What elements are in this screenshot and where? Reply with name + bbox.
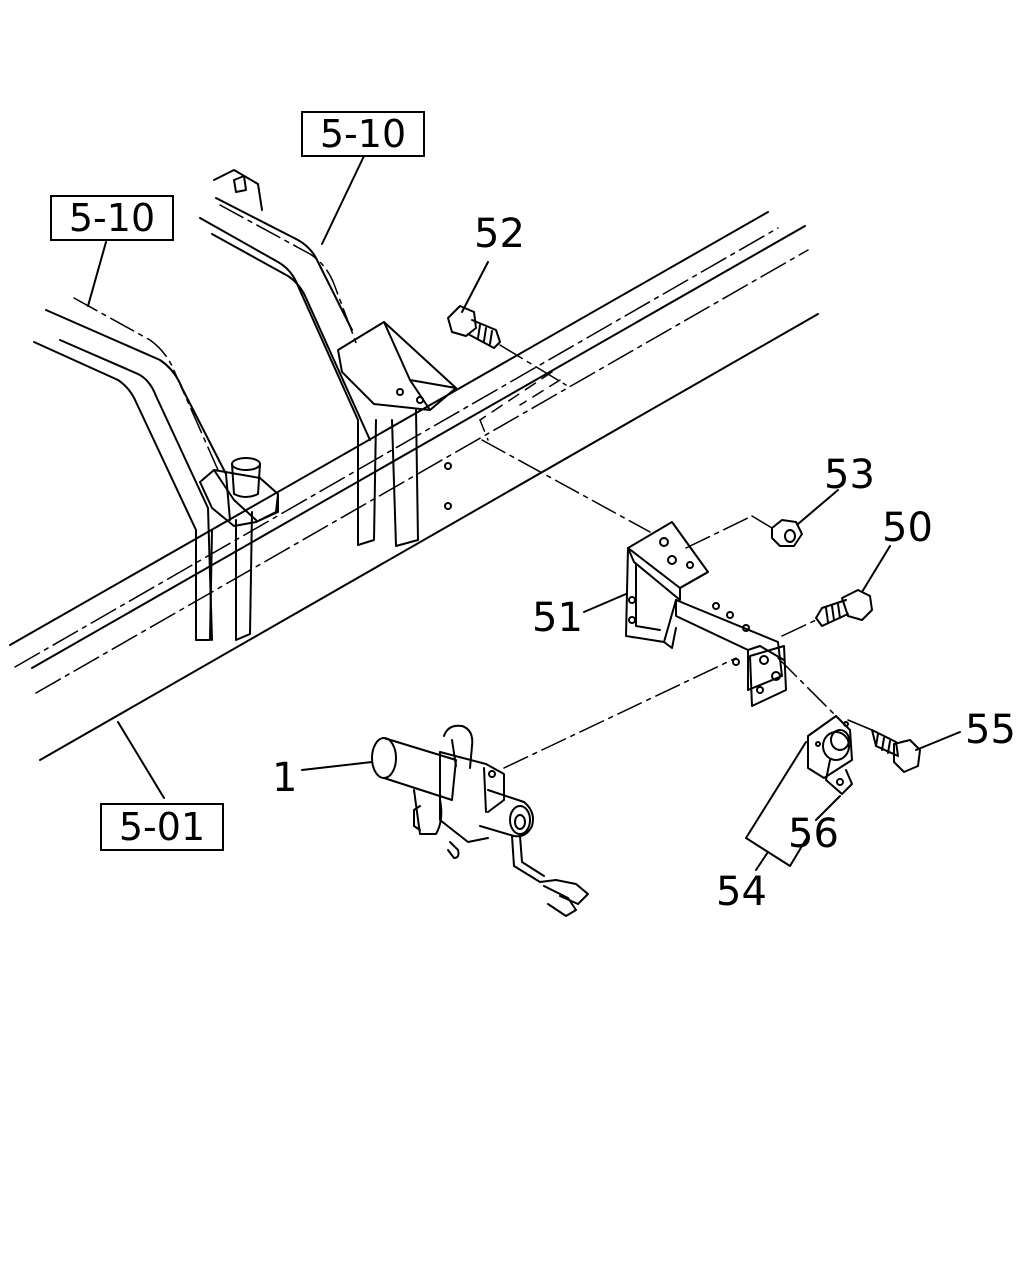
solenoid-valve-1-icon — [371, 724, 589, 917]
callout-50: 50 — [882, 505, 933, 551]
callout-51: 51 — [532, 595, 583, 641]
hidden-lines — [479, 371, 561, 441]
callout-1: 1 — [272, 755, 298, 801]
cross-member-left — [33, 297, 279, 641]
bracket-51-icon — [625, 521, 787, 707]
callout-53: 53 — [824, 452, 875, 498]
callout-54: 54 — [716, 869, 767, 915]
cross-member-right — [199, 169, 457, 547]
callout-55: 55 — [965, 707, 1016, 753]
callout-52: 52 — [474, 211, 525, 257]
bolt-55-icon — [871, 729, 921, 773]
switch-assembly-54-icon — [807, 715, 853, 795]
frame-rail — [9, 211, 819, 761]
bolt-50-icon — [815, 589, 873, 627]
ref-box-5-10-left: 5-10 — [50, 195, 174, 241]
callout-56: 56 — [788, 811, 839, 857]
ref-box-5-01-bottom: 5-01 — [100, 803, 224, 851]
ref-box-5-10-top: 5-10 — [301, 111, 425, 157]
nut-53-icon — [771, 519, 803, 547]
bolt-52-icon — [447, 305, 501, 349]
leader-lines — [87, 155, 961, 871]
alignment-lines — [481, 344, 873, 769]
